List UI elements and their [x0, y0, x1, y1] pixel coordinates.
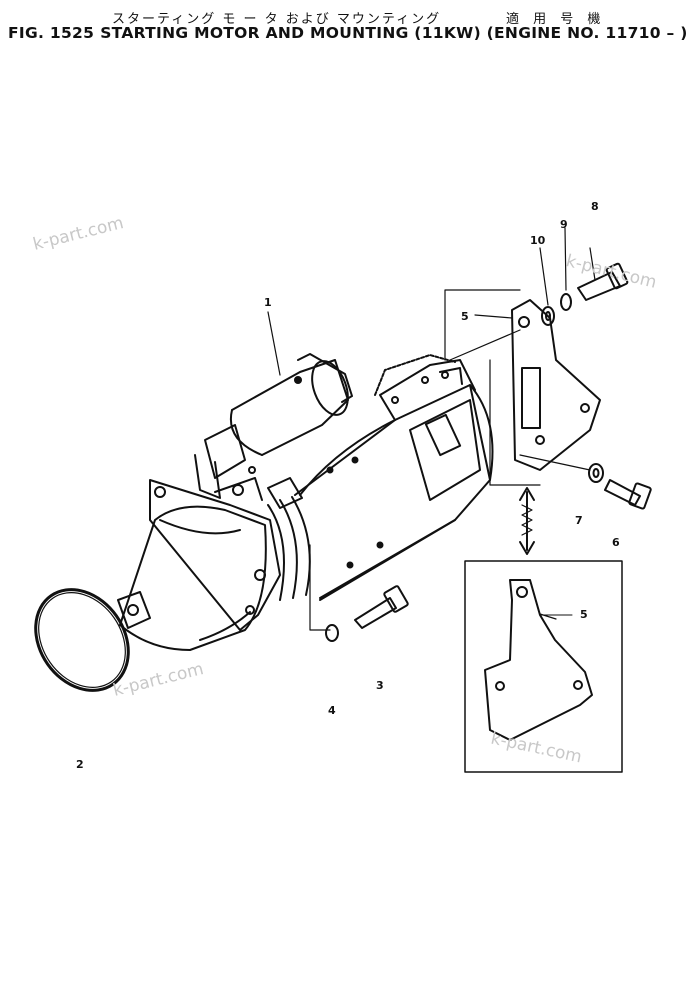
callout-6: 6 [612, 536, 620, 549]
japanese-applicability: 適 用 号 機 [506, 12, 606, 27]
bolt-part-8 [577, 262, 629, 301]
callout-1: 1 [264, 296, 272, 309]
washer-part-9 [560, 293, 572, 311]
detail-box [464, 560, 623, 773]
callout-10: 10 [530, 234, 546, 247]
callout-9: 9 [560, 218, 568, 231]
callout-5-detail: 5 [580, 608, 588, 621]
figure-number: FIG. 1525 [8, 24, 95, 42]
callout-5-top: 5 [461, 310, 469, 323]
callout-2: 2 [76, 758, 84, 771]
callout-7: 7 [575, 514, 583, 527]
o-ring-part-2 [34, 588, 130, 692]
callout-8: 8 [591, 200, 599, 213]
figure-caption: STARTING MOTOR AND MOUNTING (11KW) (ENGI… [100, 24, 688, 42]
bolt-part-3 [354, 585, 409, 629]
washer-part-4 [325, 624, 339, 642]
bracket-part-5 [511, 299, 601, 471]
japanese-title: スターティング モ ー タ および マウンティング [112, 12, 442, 27]
bolt-part-6 [604, 479, 652, 510]
washer-part-10 [541, 306, 555, 326]
figure-title: FIG. 1525 STARTING MOTOR AND MOUNTING (11… [8, 24, 694, 42]
starting-motor-part-1 [117, 353, 494, 651]
double-arrow [519, 487, 535, 555]
callout-4: 4 [328, 704, 336, 717]
callout-3: 3 [376, 679, 384, 692]
assembly-lines [267, 227, 596, 631]
washer-part-7 [588, 463, 604, 483]
